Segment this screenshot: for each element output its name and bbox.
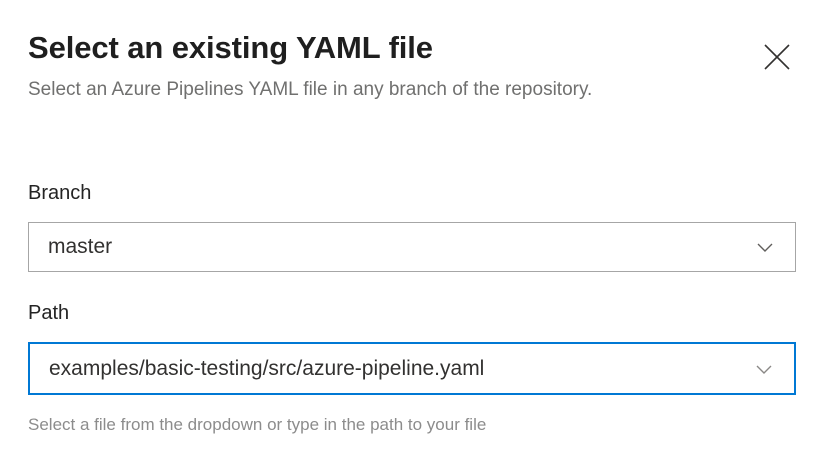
branch-value: master [48,235,113,258]
path-dropdown[interactable]: examples/basic-testing/src/azure-pipelin… [28,342,796,395]
chevron-down-icon[interactable] [749,231,781,263]
chevron-down-icon[interactable] [748,353,780,385]
path-value: examples/basic-testing/src/azure-pipelin… [49,356,485,380]
page-title: Select an existing YAML file [28,30,433,65]
dialog-subtitle: Select an Azure Pipelines YAML file in a… [28,79,593,100]
close-icon [762,42,792,72]
path-help-text: Select a file from the dropdown or type … [28,415,487,434]
path-label: Path [28,302,70,324]
branch-field-group: Branch master [28,180,796,272]
dialog-header: Select an existing YAML file Select an A… [28,28,792,105]
path-field-group: Path examples/basic-testing/src/azure-pi… [28,300,796,436]
branch-dropdown[interactable]: master [28,222,796,272]
close-button[interactable] [755,35,799,79]
yaml-file-form: Branch master Path examples/basic-testin… [28,180,796,436]
branch-label: Branch [28,182,92,204]
